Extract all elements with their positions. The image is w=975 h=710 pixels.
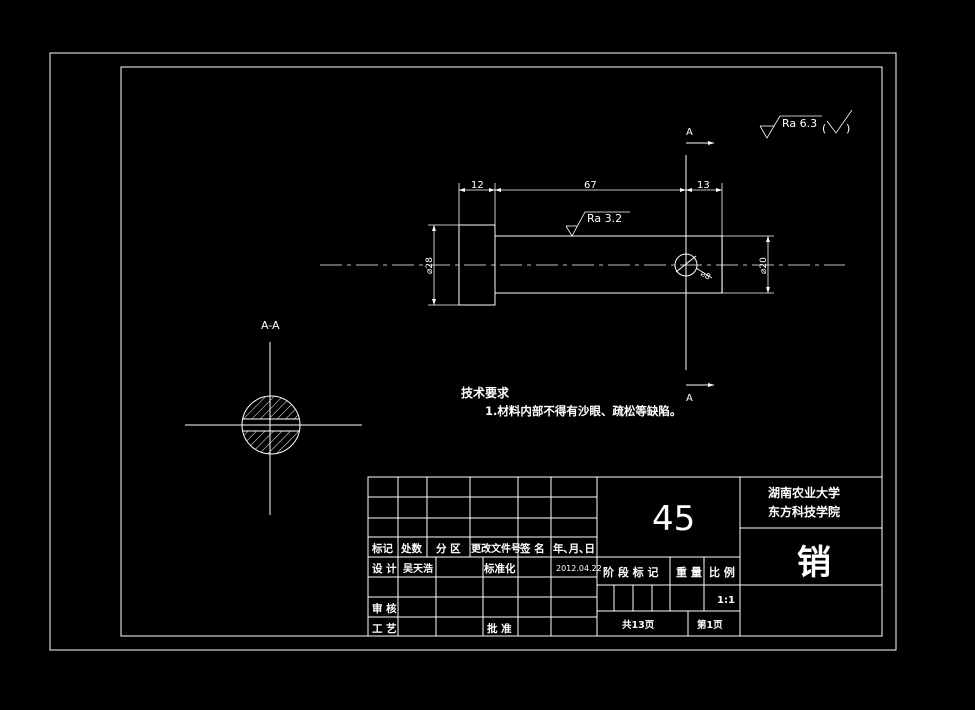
section-view-label: A-A	[261, 319, 280, 332]
pin-main-view	[320, 155, 845, 370]
dim-12: 12	[471, 180, 484, 191]
approve-label: 批 准	[487, 622, 512, 635]
design-date: 2012.04.22	[556, 564, 602, 573]
col-zone: 分 区	[436, 542, 461, 555]
section-marks: A A	[686, 127, 714, 404]
col-count: 处数	[400, 542, 422, 555]
dim-dia-20: ⌀20	[759, 257, 769, 274]
title-block: 45 湖南农业大学 东方科技学院 销 标记 处数 分 区 更改文件号 签 名 年…	[367, 476, 883, 637]
stage-label: 阶 段 标 记	[603, 565, 659, 579]
col-sign: 签 名	[519, 542, 545, 555]
scale-label: 比 例	[709, 565, 735, 579]
weight-label: 重 量	[676, 565, 702, 579]
design-label: 设 计	[372, 562, 397, 575]
dim-13: 13	[697, 180, 710, 191]
dim-dia-28: ⌀28	[425, 257, 435, 274]
svg-text:(: (	[822, 122, 826, 135]
review-label: 审 核	[372, 602, 397, 615]
material-value: 45	[652, 499, 695, 539]
roughness-general: Ra 6.3 ( )	[759, 109, 853, 139]
technical-requirements: 技术要求 1.材料内部不得有沙眼、疏松等缺陷。	[461, 385, 681, 418]
outer-frame	[49, 52, 897, 651]
part-name: 销	[797, 543, 831, 583]
section-mark-bottom: A	[686, 393, 693, 404]
col-date: 年､月､日	[553, 542, 595, 555]
scale-value: 1:1	[717, 595, 735, 606]
svg-text:): )	[846, 122, 850, 135]
roughness-general-value: Ra 6.3	[782, 117, 817, 130]
roughness-surface-value: Ra 3.2	[587, 212, 622, 225]
school-line-1: 湖南农业大学	[768, 485, 840, 500]
section-mark-top: A	[686, 127, 693, 138]
school-line-2: 东方科技学院	[768, 504, 840, 519]
dim-67: 67	[584, 180, 597, 191]
roughness-surface: Ra 3.2	[565, 211, 630, 237]
sheet-number: 第1页	[697, 619, 723, 631]
dimensions-vertical: ⌀28 ⌀20 ⌀8	[425, 224, 774, 306]
section-view: A-A	[185, 319, 362, 515]
col-doc: 更改文件号	[471, 542, 521, 555]
dimensions-horizontal: 12 67 13	[458, 180, 723, 236]
standardize-label: 标准化	[483, 562, 516, 575]
requirements-item-1: 1.材料内部不得有沙眼、疏松等缺陷。	[485, 404, 681, 418]
pin-head	[458, 224, 496, 306]
designer-name: 吴天浩	[403, 562, 433, 575]
sheets-total: 共13页	[622, 619, 655, 631]
requirements-title: 技术要求	[461, 385, 510, 400]
section-circle	[241, 395, 301, 455]
process-label: 工 艺	[372, 622, 397, 635]
col-mark: 标记	[371, 542, 393, 555]
dim-dia-8: ⌀8	[699, 269, 712, 282]
